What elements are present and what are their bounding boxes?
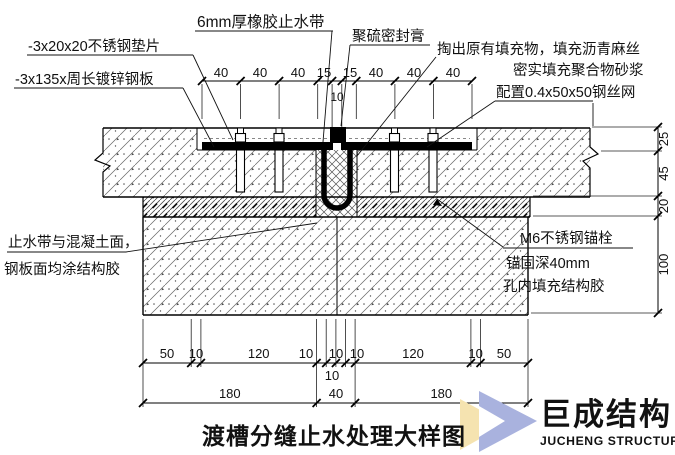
- right-break-line: [581, 128, 600, 197]
- dim-label: 40: [291, 65, 305, 80]
- label-plate: -3x135x周长镀锌钢板: [15, 70, 154, 88]
- company-logo: 巨成结构 JUCHENG STRUCTURE: [460, 391, 675, 452]
- leader-lines: [7, 30, 633, 253]
- dim-label-joint-gap: 10: [330, 90, 344, 104]
- dim-label: 40: [253, 65, 267, 80]
- dim-label: 25: [656, 132, 671, 146]
- rubber-waterstop-u: [321, 148, 353, 211]
- label-mesh: 配置0.4x50x50钢丝网: [496, 84, 635, 101]
- dim-label: 10: [299, 346, 313, 361]
- right-dim-ticks: [653, 122, 663, 318]
- label-glue-line2: 钢板面均涂结构胶: [4, 260, 120, 278]
- logo-text-en: JUCHENG STRUCTURE: [540, 434, 675, 448]
- bottom-dim-ticks-row2: [138, 398, 533, 408]
- logo-blue-triangle: [479, 391, 537, 452]
- dim-label: 120: [402, 346, 424, 361]
- leader-mesh: [426, 100, 496, 148]
- top-extension-lines: [201, 84, 473, 127]
- dim-label: 15: [317, 65, 331, 80]
- label-m6-line3: 孔内填充结构胶: [503, 278, 605, 295]
- dim-label: 180: [430, 386, 452, 401]
- label-sealant: 聚硫密封膏: [352, 28, 425, 45]
- steel-plate-right: [341, 142, 472, 150]
- anchor-bolt: [427, 127, 439, 193]
- anchor-bolt: [234, 127, 247, 193]
- dim-label: 10: [468, 346, 482, 361]
- label-waterstop: 6mm厚橡胶止水带: [197, 13, 324, 31]
- leader-waterstop: [322, 30, 333, 143]
- dim-label: 40: [407, 65, 421, 80]
- dim-label: 10: [189, 346, 203, 361]
- label-glue-line1: 止水带与混凝土面，: [8, 234, 139, 251]
- anchor-bolt: [273, 127, 285, 193]
- dim-label: 40: [329, 386, 343, 401]
- dim-label: 15: [343, 65, 357, 80]
- leader-m6: [436, 198, 504, 248]
- callout-labels: -3x20x20不锈钢垫片 -3x135x周长镀锌钢板 6mm厚橡胶止水带 聚硫…: [4, 13, 644, 295]
- top-dimension-row: 40 40 40 15 15 40 40 40 10: [197, 65, 477, 127]
- dim-label: 100: [656, 254, 671, 276]
- dim-label: 50: [497, 346, 511, 361]
- label-dig-fill: 掏出原有填充物，填充沥青麻丝: [437, 41, 640, 58]
- label-mortar: 密实填充聚合物砂浆: [513, 61, 644, 79]
- leader-glue: [125, 222, 318, 253]
- logo-text-cn: 巨成结构: [540, 397, 672, 432]
- left-break-line: [93, 128, 112, 197]
- label-m6-line2: 锚固深40mm: [506, 255, 590, 272]
- dim-label: 45: [656, 166, 671, 180]
- dim-label: 20: [656, 199, 671, 213]
- label-m6-line1: M6不锈钢锚栓: [520, 230, 613, 247]
- bottom-dimension-rows: 50 10 120 10 10 10 10 120 10 50 180 40 1…: [138, 319, 533, 408]
- joint-assembly: [202, 127, 472, 211]
- top-dim-ticks: [197, 76, 477, 86]
- sealant-block: [330, 127, 346, 143]
- label-gasket: -3x20x20不锈钢垫片: [28, 38, 160, 55]
- leader-gasket: [192, 54, 234, 141]
- dim-label: 10: [329, 346, 343, 361]
- steel-plate-left: [202, 142, 333, 150]
- leader-m6-arrow: [433, 199, 442, 206]
- dim-label: 120: [248, 346, 270, 361]
- anchor-bolts: [234, 127, 439, 193]
- dim-label: 40: [369, 65, 383, 80]
- dim-label: 50: [160, 346, 174, 361]
- dim-label: 40: [446, 65, 460, 80]
- dim-label: 180: [219, 386, 241, 401]
- dim-label: 10: [350, 346, 364, 361]
- bottom-slab-concrete: [143, 217, 528, 315]
- drawing-title: 渡槽分缝止水处理大样图: [202, 423, 466, 449]
- leader-plate: [182, 87, 215, 148]
- logo-notch: [479, 406, 505, 437]
- leader-sealant: [340, 44, 351, 127]
- dim-label: 10: [325, 368, 339, 383]
- right-extension-lines: [531, 126, 662, 314]
- anchor-bolt: [388, 127, 401, 193]
- dim-label: 40: [214, 65, 228, 80]
- right-dimension-column: 25 45 20 100: [531, 122, 671, 318]
- leader-dig-fill: [356, 56, 437, 157]
- bottom-dim-ticks-row1: [138, 358, 533, 368]
